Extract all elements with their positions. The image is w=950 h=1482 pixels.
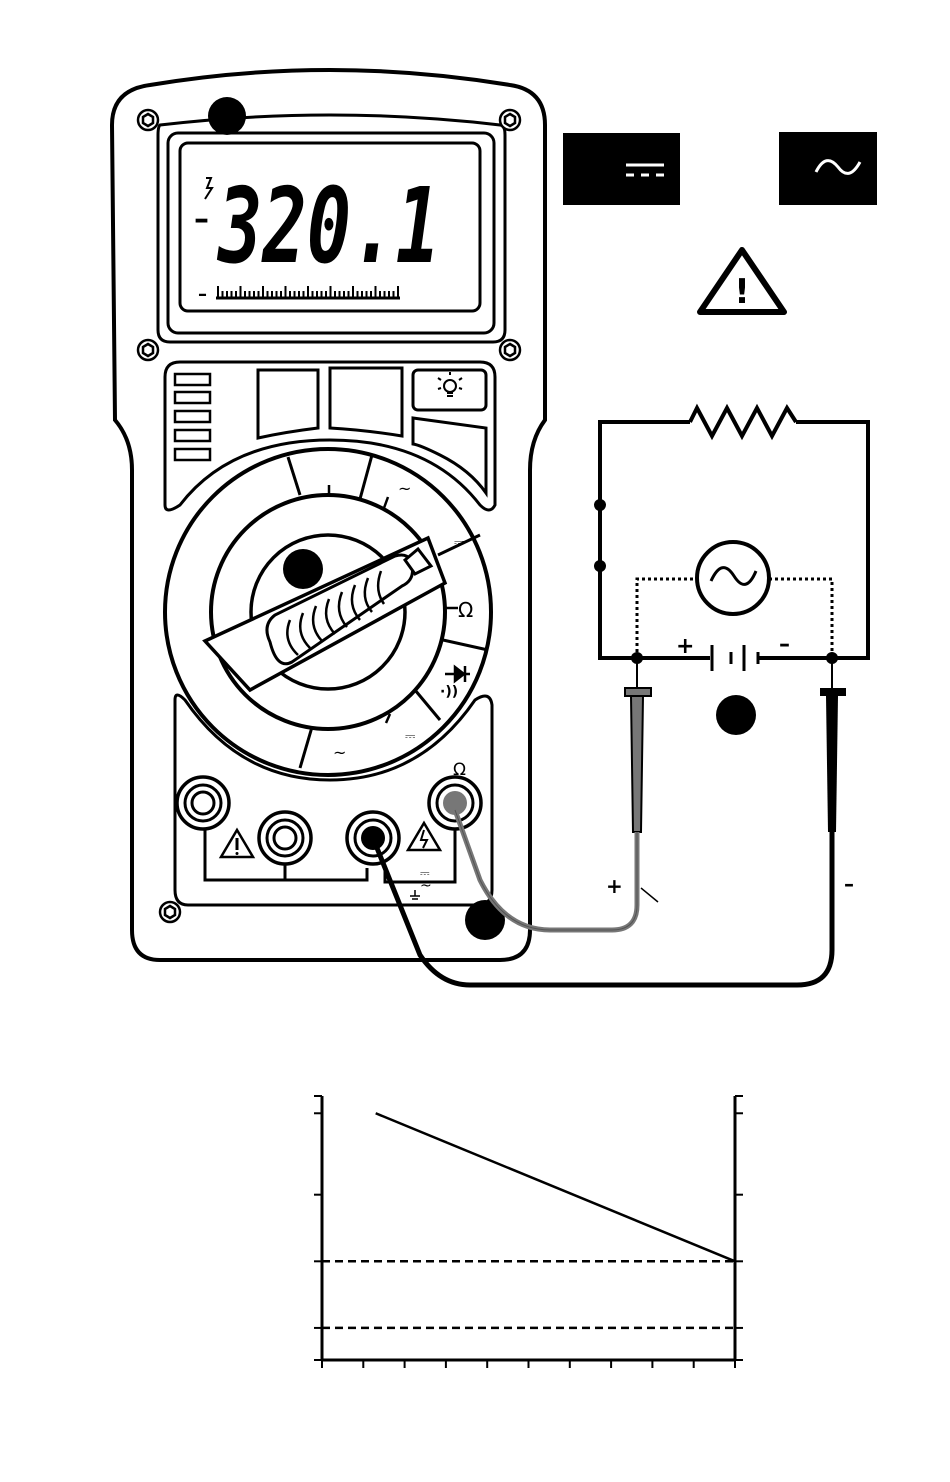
- dc-badge: [563, 133, 680, 205]
- ac-source-icon: [697, 542, 769, 614]
- lead-minus-label: –: [844, 872, 854, 896]
- battery-plus-label: +: [676, 634, 694, 659]
- rotary-dial[interactable]: ~ ⎓ Ω ·)) ⎓ ~: [165, 449, 491, 775]
- resistor-icon: [690, 408, 796, 436]
- dial-label-ohm: Ω: [458, 598, 473, 622]
- callout-marker-4: [716, 695, 756, 735]
- battery-icon: [712, 645, 758, 671]
- display-minus-sign: –: [194, 202, 209, 237]
- function-button-2[interactable]: [330, 368, 402, 436]
- dial-label-ac-top: ~: [398, 479, 411, 498]
- dial-label-dc-top: ⎓: [454, 535, 464, 550]
- function-button-1[interactable]: [258, 370, 318, 438]
- callout-marker-1: [208, 97, 246, 135]
- continuity-icon: ·)): [440, 684, 458, 700]
- warning-mark: !: [734, 272, 750, 312]
- bargraph-minus-sign: –: [198, 284, 207, 305]
- line-chart: [314, 1096, 743, 1368]
- jack-v-ohm[interactable]: [429, 777, 481, 829]
- lcd-contents: – 320.1 –: [194, 165, 440, 305]
- display-reading: 320.1: [217, 165, 440, 287]
- jack-ohm-label: Ω: [453, 760, 466, 780]
- lead-plus-label: +: [606, 874, 623, 898]
- callout-marker-2: [283, 549, 323, 589]
- jack-ma[interactable]: [259, 812, 311, 864]
- dial-label-dc-bottom: ⎓: [405, 729, 415, 744]
- ac-badge: [779, 132, 877, 205]
- meter-body: – 320.1 –: [112, 70, 545, 960]
- backlight-button[interactable]: [413, 370, 486, 410]
- jack-com-ac-label: ~: [420, 878, 432, 894]
- warning-icon: !: [700, 250, 784, 312]
- jack-a[interactable]: [177, 777, 229, 829]
- battery-minus-label: –: [779, 632, 790, 657]
- chart-series: [322, 1113, 735, 1328]
- circuit: [600, 408, 868, 671]
- chart-series-line-1: [376, 1113, 735, 1261]
- dial-label-ac-bottom: ~: [333, 743, 346, 762]
